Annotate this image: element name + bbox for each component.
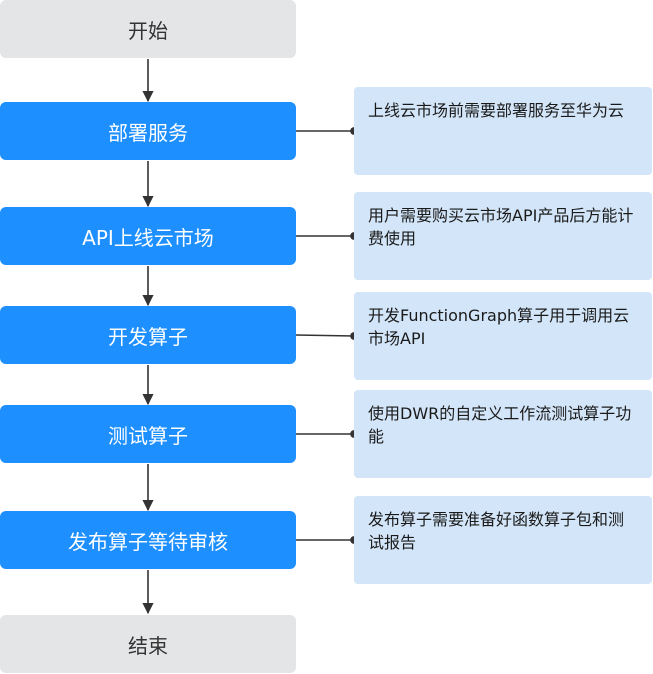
step-node-publish-operator: 发布算子等待审核 (0, 511, 296, 569)
note-test-operator: 使用DWR的自定义工作流测试算子功能 (354, 390, 652, 478)
start-node: 开始 (0, 0, 296, 58)
note-text: 发布算子需要准备好函数算子包和测试报告 (368, 510, 625, 552)
note-develop-operator: 开发FunctionGraph算子用于调用云市场API (354, 292, 652, 380)
note-api-marketplace: 用户需要购买云市场API产品后方能计费使用 (354, 192, 652, 280)
step-label: 发布算子等待审核 (68, 529, 228, 554)
end-label: 结束 (128, 633, 168, 658)
note-text: 开发FunctionGraph算子用于调用云市场API (368, 306, 630, 348)
note-deploy-service: 上线云市场前需要部署服务至华为云 (354, 87, 652, 175)
step-label: 测试算子 (108, 423, 188, 448)
step-label: API上线云市场 (82, 225, 214, 250)
step-label: 部署服务 (108, 120, 188, 145)
start-label: 开始 (128, 18, 168, 43)
note-text: 用户需要购买云市场API产品后方能计费使用 (368, 206, 634, 248)
step-node-api-marketplace: API上线云市场 (0, 207, 296, 265)
step-node-test-operator: 测试算子 (0, 405, 296, 463)
note-publish-operator: 发布算子需要准备好函数算子包和测试报告 (354, 496, 652, 584)
step-label: 开发算子 (108, 324, 188, 349)
step-node-develop-operator: 开发算子 (0, 306, 296, 364)
note-text: 使用DWR的自定义工作流测试算子功能 (368, 404, 632, 446)
note-text: 上线云市场前需要部署服务至华为云 (368, 101, 625, 120)
end-node: 结束 (0, 615, 296, 673)
step-node-deploy-service: 部署服务 (0, 102, 296, 160)
note-connector-3 (295, 332, 358, 340)
